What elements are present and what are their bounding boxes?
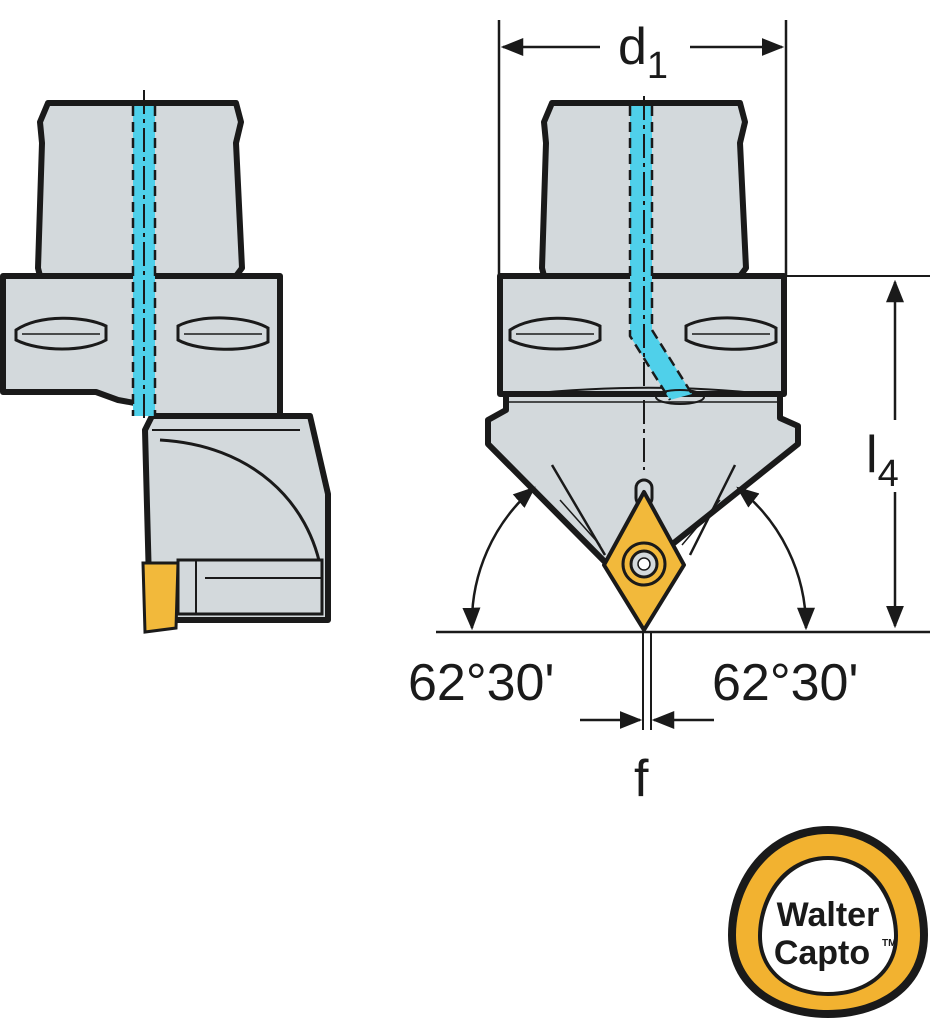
f-label: f: [634, 750, 649, 808]
dimension-angles: 62°30' 62°30': [408, 486, 858, 712]
coolant-outlet: [655, 389, 705, 405]
side-seat-line: [195, 560, 322, 614]
angle-left-label: 62°30': [408, 654, 554, 712]
svg-text:l4: l4: [866, 426, 899, 495]
dimension-l4: l4: [436, 275, 930, 634]
side-head-curve: [159, 438, 324, 576]
dimension-d1: d1: [497, 18, 788, 276]
logo-tm: TM: [882, 938, 896, 949]
logo-line2: Capto: [774, 934, 870, 972]
svg-text:d1: d1: [618, 18, 668, 87]
side-seat: [176, 558, 324, 616]
side-insert: [141, 561, 180, 634]
walter-capto-logo: Walter Capto TM: [728, 826, 928, 1018]
d1-subscript: 1: [647, 45, 668, 87]
angle-right-label: 62°30': [712, 654, 858, 712]
d1-label: d: [618, 18, 647, 76]
front-coolant-channel: [630, 106, 692, 400]
l4-subscript: 4: [878, 453, 899, 495]
front-view: [485, 96, 801, 632]
side-view: [0, 90, 331, 634]
logo-line1: Walter: [777, 896, 880, 934]
l4-label: l: [866, 426, 878, 484]
dimension-f: f: [580, 632, 714, 808]
